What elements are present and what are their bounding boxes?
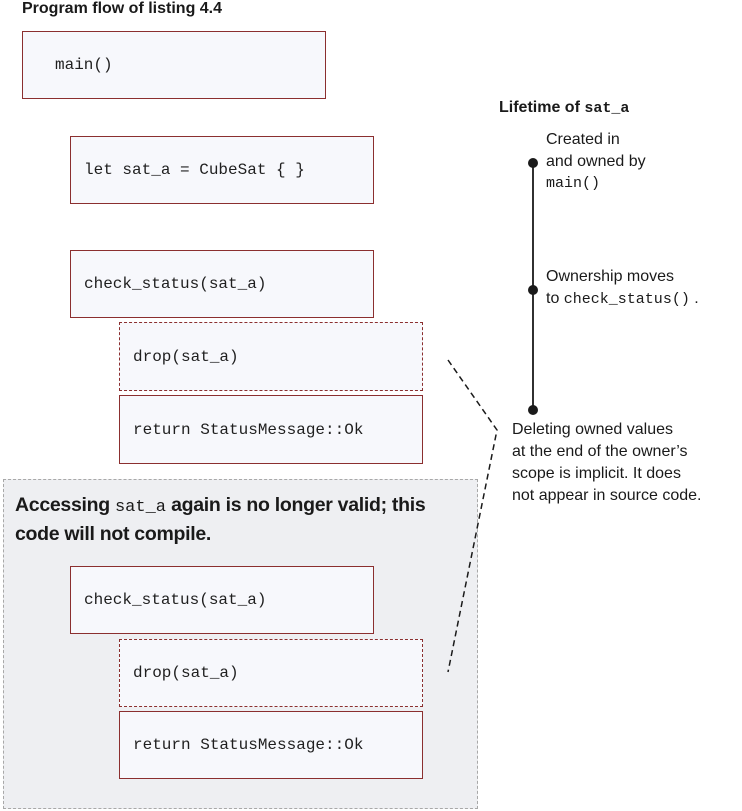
error-text-code: sat_a <box>114 498 166 517</box>
note-created-code: main() <box>546 175 601 192</box>
error-return-box: return StatusMessage::Ok <box>119 711 423 779</box>
return-box: return StatusMessage::Ok <box>119 395 423 464</box>
check-status-box: check_status(sat_a) <box>70 250 374 318</box>
timeline-dot-deleting <box>528 405 538 415</box>
drop-box: drop(sat_a) <box>119 322 423 391</box>
note-created-line2: and owned by <box>546 153 646 170</box>
error-drop-box: drop(sat_a) <box>119 639 423 707</box>
note-moves-code: check_status() <box>563 291 690 308</box>
error-check-status-box: check_status(sat_a) <box>70 566 374 634</box>
error-text-post: again is no longer valid; this code will… <box>15 494 426 545</box>
note-created-line1: Created in <box>546 131 620 148</box>
timeline-dot-moves <box>528 285 538 295</box>
let-sat-a-box: let sat_a = CubeSat { } <box>70 136 374 204</box>
lifetime-title-code: sat_a <box>584 100 630 117</box>
note-moves-pre: to <box>546 290 564 307</box>
compile-error-message: Accessing sat_a again is no longer valid… <box>15 492 455 547</box>
note-moves: Ownership moves to check_status() . <box>546 266 699 311</box>
dashed-callout-connector <box>447 359 498 673</box>
timeline-dot-created <box>528 158 538 168</box>
note-moves-line2: to check_status() . <box>546 288 699 311</box>
note-deleting-line1: Deleting owned values <box>512 421 673 438</box>
note-deleting: Deleting owned values at the end of the … <box>512 419 701 507</box>
error-text-pre: Accessing <box>15 494 115 516</box>
note-moves-post: . <box>689 290 699 307</box>
note-created: Created in and owned by main() <box>546 129 646 195</box>
diagram-title: Program flow of listing 4.4 <box>22 0 223 17</box>
lifetime-title: Lifetime of sat_a <box>499 97 629 120</box>
main-box: main() <box>22 31 326 99</box>
note-deleting-line4: not appear in source code. <box>512 487 702 504</box>
lifetime-title-text: Lifetime of <box>499 99 585 116</box>
note-deleting-line3: scope is implicit. It does <box>512 465 681 482</box>
note-deleting-line2: at the end of the owner’s <box>512 443 688 460</box>
note-moves-line1: Ownership moves <box>546 268 675 285</box>
